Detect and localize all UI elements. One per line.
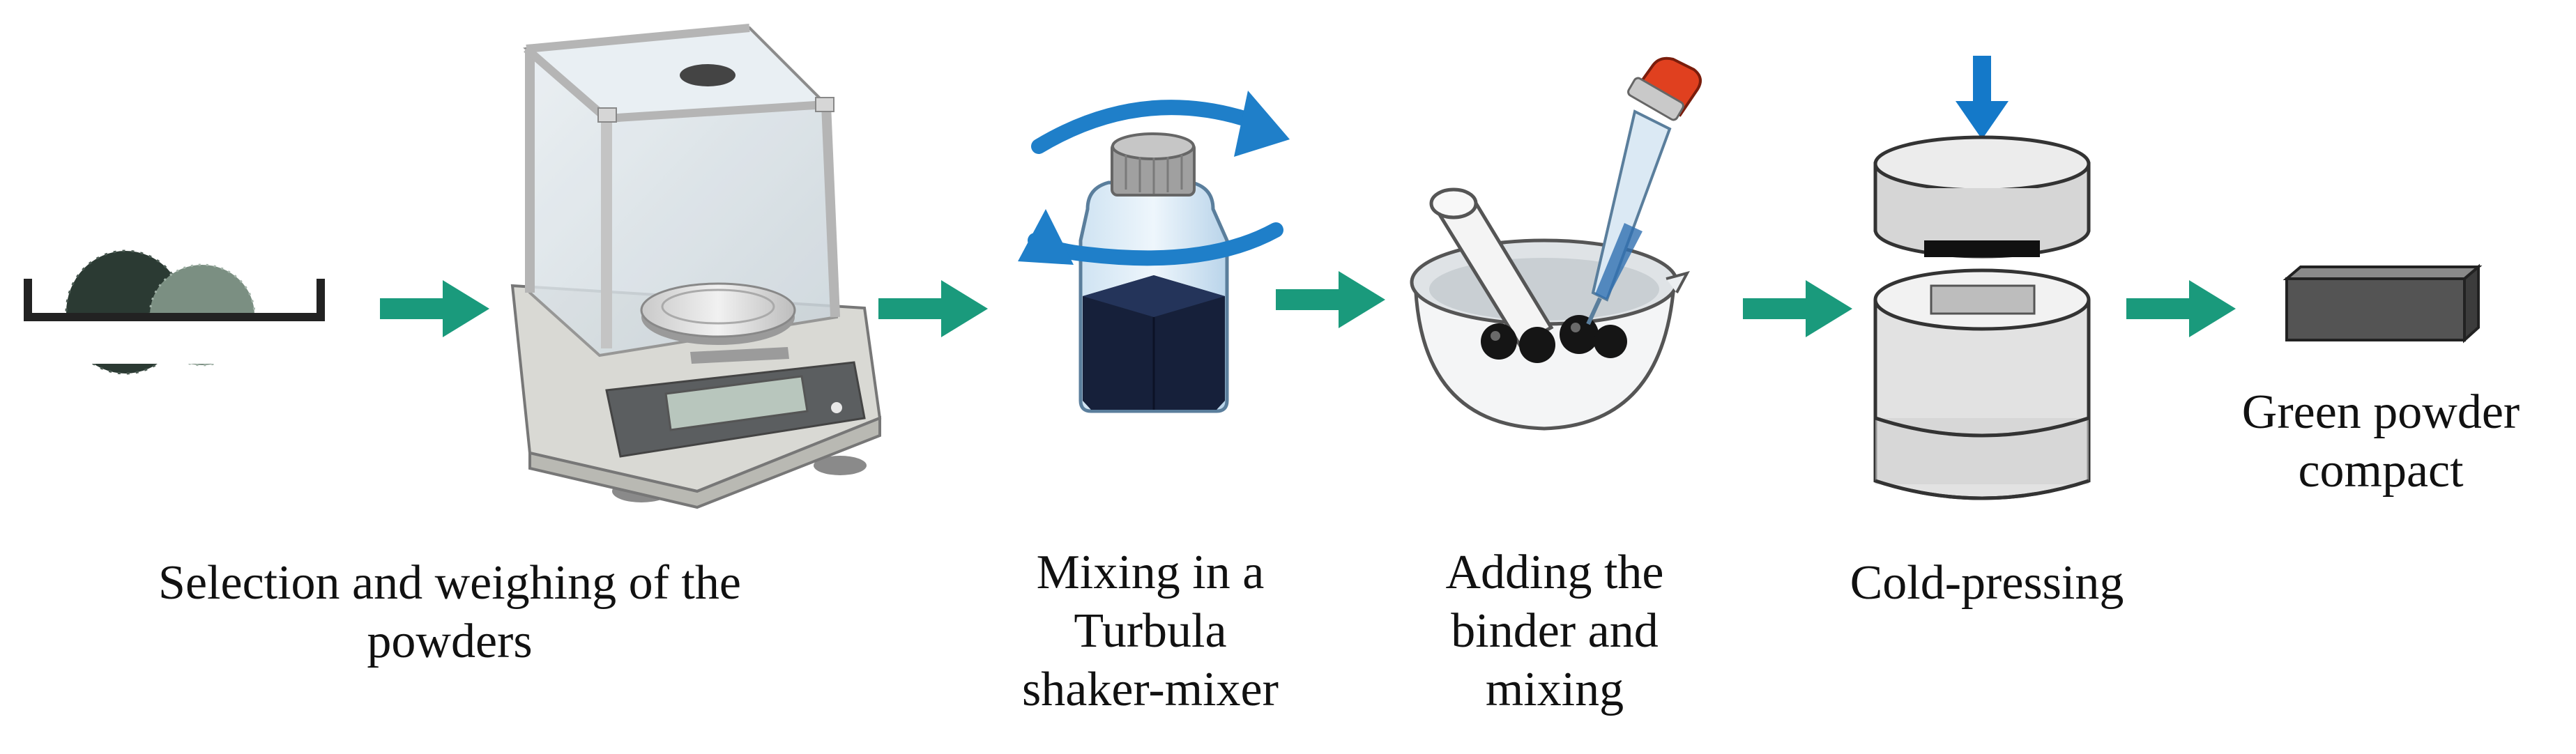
flow-arrow-2 [878,280,988,337]
mortar-pestle-dropper-icon [1410,56,1702,431]
step-caption-selection-weighing: Selection and weighing of the powders [66,554,833,671]
press-die-icon [1873,56,2091,500]
caption-line: mixing [1485,663,1624,716]
step-caption-cold-pressing: Cold-pressing [1806,554,2168,613]
caption-line: Selection and weighing of the [158,556,741,610]
green-compact-icon [2282,263,2483,344]
step-caption-adding-binder: Adding the binder and mixing [1401,544,1708,719]
shaker-bottle-icon [1018,91,1290,413]
powder-tray-icon [24,249,325,375]
caption-line: powders [367,615,533,668]
flow-arrow-5 [2126,280,2236,337]
caption-line: Mixing in a [1036,546,1265,599]
analytical-balance-icon [510,24,882,509]
caption-line: compact [2298,444,2464,498]
caption-line: binder and [1451,604,1659,658]
caption-line: Turbula [1074,604,1227,658]
caption-line: Adding the [1445,546,1664,599]
flow-arrow-3 [1276,271,1385,328]
caption-line: Green powder [2241,385,2520,439]
step-caption-mixing-turbula: Mixing in a Turbula shaker-mixer [976,544,1325,719]
step-caption-green-compact: Green powder compact [2193,383,2569,500]
caption-line: Cold-pressing [1850,556,2124,610]
flow-arrow-4 [1743,280,1852,337]
caption-line: shaker-mixer [1022,663,1279,716]
flow-arrow-1 [380,280,489,337]
